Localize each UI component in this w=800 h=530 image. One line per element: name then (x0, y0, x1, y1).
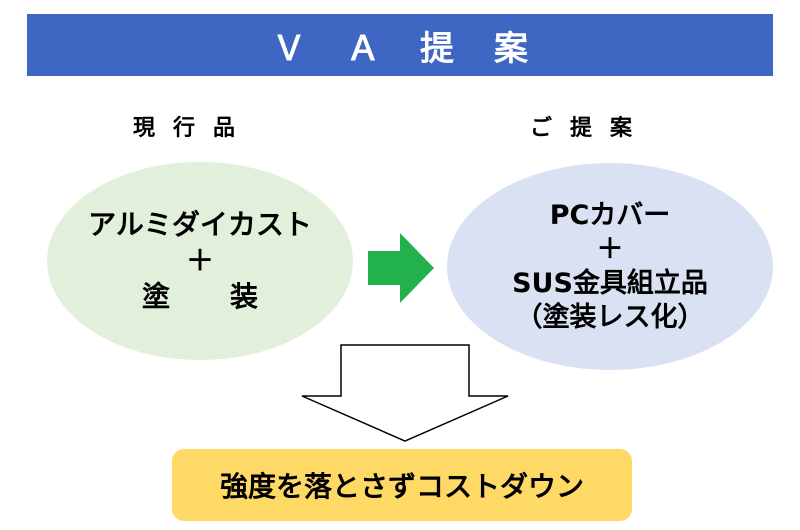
current-line-coating: 塗装 (141, 280, 318, 313)
current-line-plus: ＋ (185, 244, 214, 277)
title-bar: ＶＡ提案 (27, 14, 773, 76)
proposal-line-plus: ＋ (596, 233, 624, 265)
result-text: 強度を落とさずコストダウン (219, 470, 584, 503)
proposal-line-note: （塗装レス化） (515, 301, 705, 333)
current-product-ellipse: アルミダイカスト ＋ 塗装 (47, 162, 353, 360)
proposal-ellipse: PCカバー ＋ SUS金具組立品 （塗装レス化） (447, 163, 773, 370)
page-title: ＶＡ提案 (272, 28, 568, 69)
current-line-material: アルミダイカスト (88, 208, 312, 241)
proposal-label: ご提案 (530, 116, 651, 141)
right-arrow-icon (368, 233, 434, 303)
down-arrow-icon (301, 344, 509, 442)
result-box: 強度を落とさずコストダウン (172, 449, 632, 521)
proposal-line-assembly: SUS金具組立品 (512, 267, 708, 299)
current-product-label: 現行品 (133, 116, 254, 141)
proposal-line-cover: PCカバー (549, 199, 671, 231)
